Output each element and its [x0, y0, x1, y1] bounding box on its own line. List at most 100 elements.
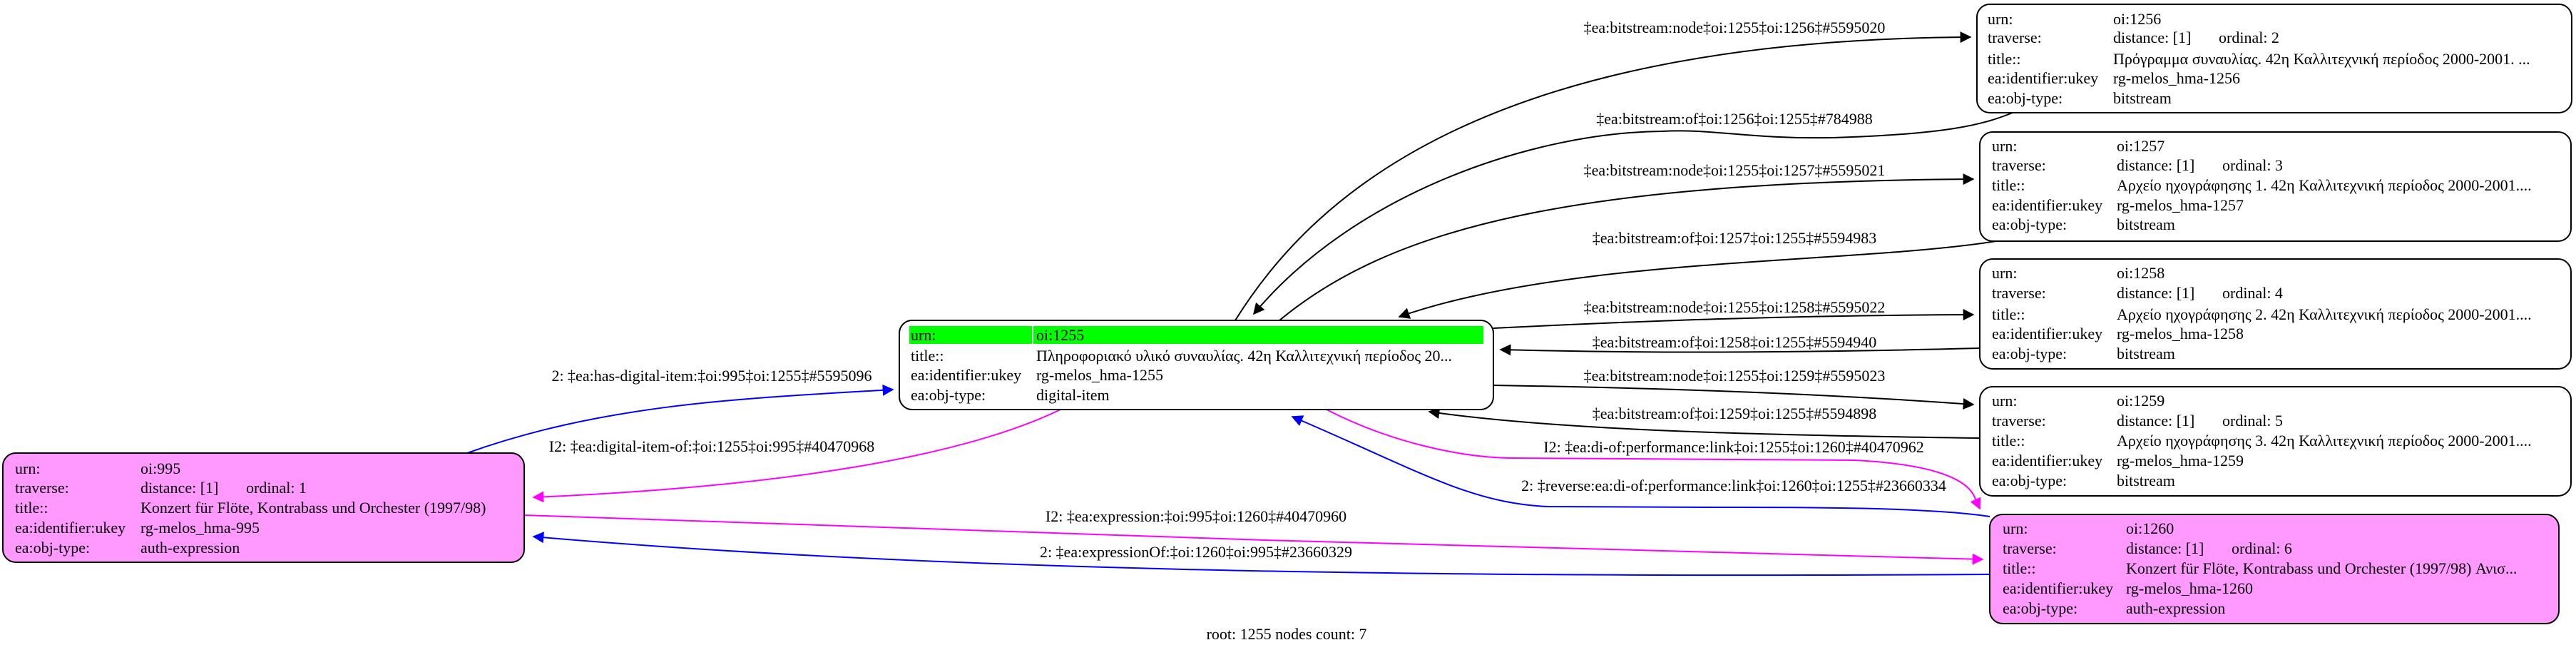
field-label-title: title:: — [1992, 176, 2025, 194]
field-label-type: ea:obj-type: — [15, 539, 90, 557]
field-label-ukey: ea:identifier:ukey — [911, 366, 1021, 384]
field-value-ukey: rg-melos_hma-1256 — [2113, 69, 2240, 87]
field-value-urn: oi:1256 — [2113, 10, 2161, 28]
edge-1255-to-1259[interactable]: ‡ea:bitstream:node‡oi:1255‡oi:1259‡#5595… — [1493, 367, 1975, 410]
field-label-type: ea:obj-type: — [1988, 89, 2063, 107]
edge-line[interactable] — [1252, 112, 2013, 315]
edge-line[interactable] — [1428, 407, 1980, 439]
field-value-urn: oi:1259 — [2117, 392, 2164, 410]
field-label-traverse: traverse: — [2003, 539, 2057, 557]
field-value-ukey: rg-melos_hma-1260 — [2126, 579, 2253, 597]
field-label-urn: urn: — [1992, 137, 2017, 155]
edge-1255-to-1258[interactable]: ‡ea:bitstream:node‡oi:1255‡oi:1258‡#5595… — [1493, 298, 1975, 329]
field-value-distance: distance: [1] — [2117, 284, 2194, 302]
field-label-ukey: ea:identifier:ukey — [1992, 196, 2102, 214]
field-label-title: title:: — [2003, 559, 2035, 577]
field-value-ukey: rg-melos_hma-995 — [140, 519, 260, 537]
edge-label: ‡ea:bitstream:of‡oi:1259‡oi:1255‡#559489… — [1593, 405, 1876, 422]
field-label-type: ea:obj-type: — [2003, 599, 2077, 617]
field-value-distance: distance: [1] — [2126, 539, 2204, 557]
edge-line[interactable] — [1326, 409, 1981, 510]
edge-line[interactable] — [1493, 385, 1975, 410]
field-value-ukey: rg-melos_hma-1255 — [1036, 366, 1163, 384]
field-label-urn: urn: — [1992, 264, 2017, 282]
edge-line[interactable] — [1235, 31, 1972, 321]
node-box[interactable] — [1979, 131, 2572, 242]
edge-label: I2: ‡ea:digital-item-of:‡oi:1255‡oi:995‡… — [549, 437, 874, 455]
field-value-ukey: rg-melos_hma-1259 — [2117, 452, 2244, 469]
node-box[interactable] — [1976, 4, 2572, 113]
field-label-urn: urn: — [911, 326, 936, 344]
field-label-type: ea:obj-type: — [911, 386, 986, 404]
field-value-title: Αρχείο ηχογράφησης 2. 42η Καλλιτεχνική π… — [2117, 305, 2532, 323]
field-label-ukey: ea:identifier:ukey — [1992, 325, 2102, 342]
field-value-distance: distance: [1] — [2117, 412, 2194, 430]
node-box[interactable] — [1979, 386, 2572, 497]
edge-line[interactable] — [1279, 173, 1975, 321]
edge-1255-to-1260[interactable]: I2: ‡ea:di-of:performance:link‡oi:1255‡o… — [1326, 409, 1981, 510]
field-value-title: Konzert für Flöte, Kontrabass und Orches… — [2126, 559, 2517, 577]
field-label-type: ea:obj-type: — [1992, 472, 2067, 489]
field-label-urn: urn: — [15, 459, 40, 477]
field-value-ukey: rg-melos_hma-1257 — [2117, 196, 2244, 214]
edge-1257-to-1255[interactable]: ‡ea:bitstream:of‡oi:1257‡oi:1255‡#559498… — [1398, 229, 1997, 319]
field-value-distance: distance: [1] — [2113, 29, 2191, 46]
field-label-ukey: ea:identifier:ukey — [1992, 452, 2102, 469]
edge-line[interactable] — [532, 409, 1061, 503]
field-value-distance: distance: [1] — [2117, 156, 2194, 174]
edge-line[interactable] — [532, 532, 1990, 577]
field-label-title: title:: — [1992, 432, 2025, 450]
field-label-title: title:: — [1988, 50, 2020, 68]
node-box[interactable] — [1989, 514, 2560, 624]
edge-line[interactable] — [1499, 344, 1980, 356]
field-value-type: bitstream — [2117, 215, 2175, 233]
edge-line[interactable] — [1493, 309, 1975, 329]
edge-label: ‡ea:bitstream:of‡oi:1258‡oi:1255‡#559494… — [1593, 333, 1876, 351]
node-box[interactable] — [1979, 258, 2572, 370]
field-value-title: Αρχείο ηχογράφησης 3. 42η Καλλιτεχνική π… — [2117, 432, 2532, 450]
field-label-type: ea:obj-type: — [1992, 345, 2067, 362]
field-value-ordinal: ordinal: 6 — [2232, 539, 2292, 557]
field-value-urn: oi:1258 — [2117, 264, 2164, 282]
field-value-ukey: rg-melos_hma-1258 — [2117, 325, 2244, 342]
field-value-ordinal: ordinal: 3 — [2222, 156, 2283, 174]
edge-label: 2: ‡ea:expressionOf:‡oi:1260‡oi:995‡#236… — [1040, 543, 1352, 561]
field-label-traverse: traverse: — [1992, 284, 2046, 302]
edge-995-to-1255[interactable]: 2: ‡ea:has-digital-item:‡oi:995‡oi:1255‡… — [466, 367, 894, 454]
field-value-urn: oi:1255 — [1036, 326, 1084, 344]
edge-1260-to-1255[interactable]: 2: ‡reverse:ea:di-of:performance:link‡oi… — [1291, 415, 1990, 517]
field-label-traverse: traverse: — [1988, 29, 2042, 46]
edge-label: I2: ‡ea:di-of:performance:link‡oi:1255‡o… — [1543, 438, 1923, 456]
root-highlight-label-cell — [909, 326, 1032, 344]
edge-label: ‡ea:bitstream:of‡oi:1256‡oi:1255‡#784988 — [1596, 110, 1872, 128]
edge-1255-to-995[interactable]: I2: ‡ea:digital-item-of:‡oi:1255‡oi:995‡… — [532, 409, 1061, 503]
field-value-type: bitstream — [2117, 472, 2175, 489]
field-value-ordinal: ordinal: 2 — [2219, 29, 2279, 46]
edge-line[interactable] — [466, 384, 894, 454]
edge-1255-to-1256[interactable]: ‡ea:bitstream:node‡oi:1255‡oi:1256‡#5595… — [1235, 19, 1972, 321]
edge-1260-to-995[interactable]: 2: ‡ea:expressionOf:‡oi:1260‡oi:995‡#236… — [532, 532, 1990, 577]
edge-1256-to-1255[interactable]: ‡ea:bitstream:of‡oi:1256‡oi:1255‡#784988 — [1252, 110, 2013, 315]
edge-line[interactable] — [1291, 415, 1990, 517]
edge-label: ‡ea:bitstream:node‡oi:1255‡oi:1259‡#5595… — [1584, 367, 1886, 385]
field-value-title: Πληροφοριακό υλικό συναυλίας. 42η Καλλιτ… — [1036, 347, 1452, 365]
edge-label: ‡ea:bitstream:of‡oi:1257‡oi:1255‡#559498… — [1593, 229, 1876, 247]
edge-1255-to-1257[interactable]: ‡ea:bitstream:node‡oi:1255‡oi:1257‡#5595… — [1279, 161, 1975, 321]
field-label-traverse: traverse: — [15, 479, 69, 497]
edge-1258-to-1255[interactable]: ‡ea:bitstream:of‡oi:1258‡oi:1255‡#559494… — [1499, 333, 1980, 356]
edge-line[interactable] — [1398, 240, 1997, 319]
field-label-type: ea:obj-type: — [1992, 215, 2067, 233]
node-box[interactable] — [2, 452, 525, 563]
edge-1259-to-1255[interactable]: ‡ea:bitstream:of‡oi:1259‡oi:1255‡#559489… — [1428, 405, 1980, 439]
field-value-ordinal: ordinal: 5 — [2222, 412, 2283, 430]
field-value-urn: oi:1260 — [2126, 519, 2174, 537]
edge-label: 2: ‡ea:has-digital-item:‡oi:995‡oi:1255‡… — [551, 367, 872, 385]
graph-caption: root: 1255 nodes count: 7 — [1207, 625, 1367, 643]
